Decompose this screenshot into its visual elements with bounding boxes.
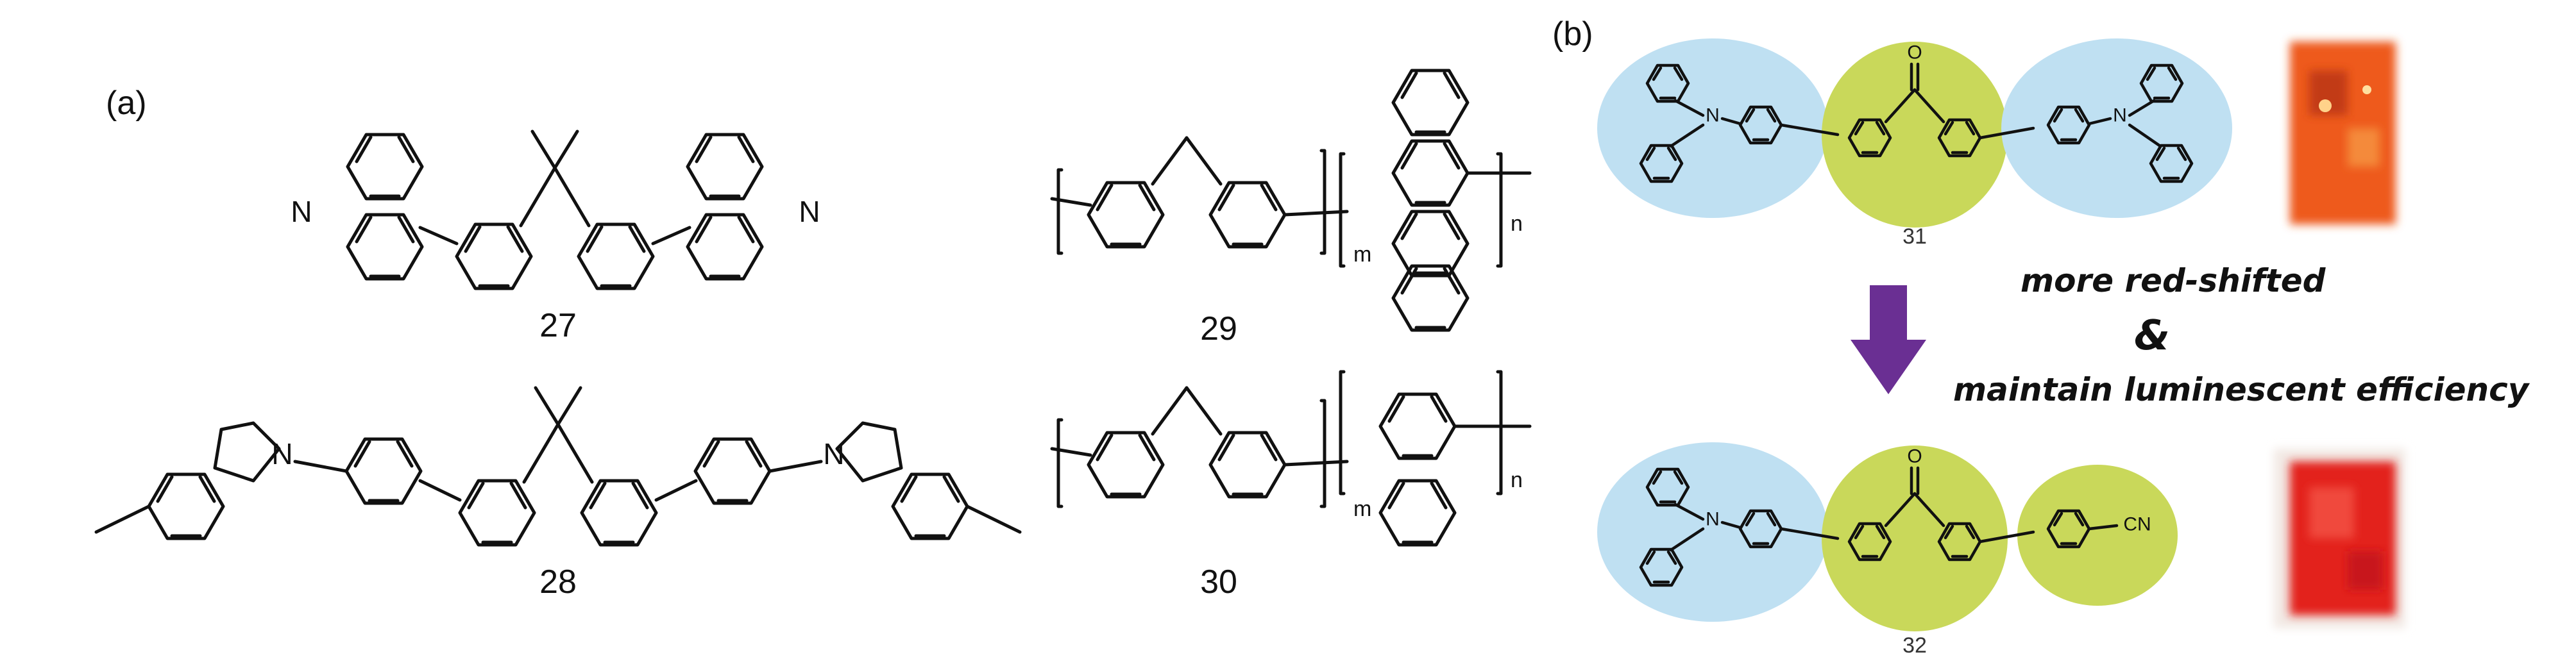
compound-29-label: 29: [1200, 310, 1237, 347]
compound-27-n-left: N: [291, 195, 312, 228]
compound-29-structure: [1050, 71, 1532, 330]
annotation-ampersand: &: [2134, 312, 2170, 360]
compound-30-sub-n: n: [1511, 468, 1523, 492]
annotation-more-red-shifted: more red-shifted: [2021, 262, 2326, 299]
panel-b-label: (b): [1552, 15, 1593, 53]
compound-31-label: 31: [1902, 224, 1927, 249]
donor-bubble-left-31: [1597, 38, 1828, 218]
acceptor-bubble-31: [1822, 42, 2008, 228]
compound-32-cn: CN: [2123, 514, 2151, 535]
compound-31-o: O: [1907, 42, 1922, 63]
compound-29-sub-n: n: [1511, 212, 1523, 236]
sample-photo-31: [2290, 42, 2396, 224]
compound-31-n-right: N: [2113, 105, 2127, 126]
acceptor-bubble-32: [1822, 445, 2008, 631]
compound-32-label: 32: [1902, 633, 1927, 658]
sample-photo-32: [2274, 449, 2405, 628]
compound-32-structure: [1597, 442, 2178, 631]
compound-28-label: 28: [539, 563, 577, 601]
annotation-maintain-efficiency: maintain luminescent efficiency: [1953, 371, 2530, 408]
compound-28-n-left: N: [271, 437, 292, 470]
compound-28-n-right: N: [823, 437, 844, 470]
donor-bubble-32: [1597, 442, 1828, 622]
acceptor-bubble-cn-32: [2017, 465, 2178, 606]
compound-29-sub-m: m: [1353, 242, 1371, 267]
compound-27-structure: [348, 129, 762, 288]
donor-bubble-right-31: [2001, 38, 2232, 218]
compound-30-structure: [1050, 370, 1532, 545]
compound-27-n-right: N: [799, 195, 820, 228]
compound-30-label: 30: [1200, 563, 1237, 601]
compound-32-o: O: [1907, 446, 1922, 467]
compound-31-n-left: N: [1706, 105, 1720, 126]
down-arrow: [1851, 285, 1926, 394]
compound-32-n: N: [1706, 509, 1720, 530]
compound-27-label: 27: [539, 307, 577, 344]
compound-31-structure: [1597, 38, 2232, 228]
compound-30-sub-m: m: [1353, 497, 1371, 521]
compound-28-structure: [94, 386, 1022, 545]
panel-a-label: (a): [106, 85, 147, 122]
